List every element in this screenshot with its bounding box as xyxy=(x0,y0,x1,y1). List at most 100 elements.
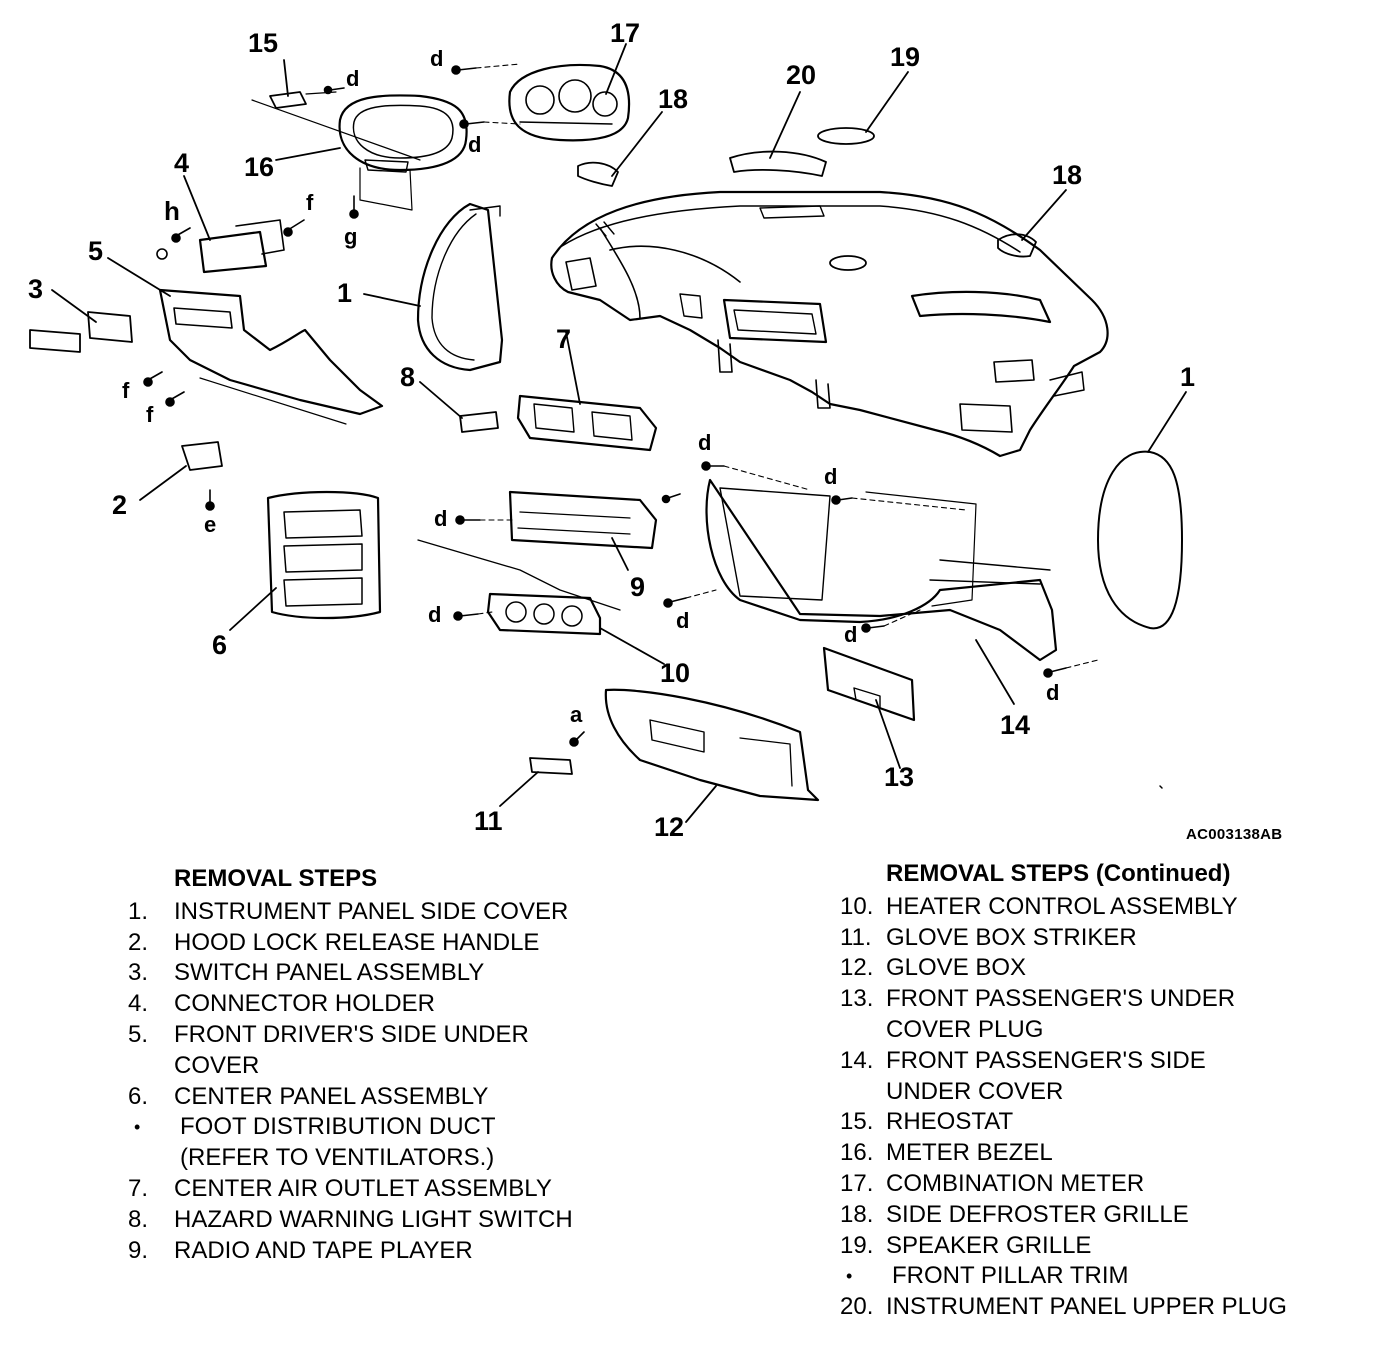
fastener-f: f xyxy=(306,190,314,215)
leader-lines xyxy=(51,43,1187,823)
step-text: RHEOSTAT xyxy=(886,1108,1014,1136)
callout-6: 6 xyxy=(212,630,228,660)
step-text: FOOT DISTRIBUTION DUCT (REFER TO VENTILA… xyxy=(180,1113,496,1172)
passenger-under-cover-drawing xyxy=(705,478,1058,662)
fastener-d: d xyxy=(824,464,838,489)
step-text: SIDE DEFROSTER GRILLE xyxy=(886,1200,1189,1228)
callout-13: 13 xyxy=(884,762,915,792)
step-text: INSTRUMENT PANEL SIDE COVER xyxy=(174,897,569,925)
fastener-g: g xyxy=(344,224,358,249)
step-text: HOOD LOCK RELEASE HANDLE xyxy=(174,928,540,956)
fastener-d: d xyxy=(1046,680,1060,705)
callout-16: 16 xyxy=(244,152,275,182)
fastener-d: d xyxy=(698,430,712,455)
fastener-f: f xyxy=(146,402,154,427)
step-row: 9. RADIO AND TAPE PLAYER xyxy=(128,1236,688,1267)
callout-1-right: 1 xyxy=(1180,362,1196,392)
upper-plug-drawing xyxy=(729,150,827,177)
callout-17: 17 xyxy=(610,18,641,48)
removal-steps-right: REMOVAL STEPS (Continued) 10.HEATER CONT… xyxy=(840,859,1385,1323)
step-number: 8. xyxy=(128,1205,149,1233)
step-text: RADIO AND TAPE PLAYER xyxy=(174,1236,473,1264)
callout-5: 5 xyxy=(88,236,104,266)
callout-3: 3 xyxy=(28,274,44,304)
step-row: 16.METER BEZEL xyxy=(840,1138,1385,1169)
step-number: 11. xyxy=(840,923,872,951)
switch-panel-drawing xyxy=(29,311,133,353)
radio-drawing xyxy=(417,490,658,611)
step-row: 18. SIDE DEFROSTER GRILLE xyxy=(840,1200,1385,1231)
removal-steps-continued-heading: REMOVAL STEPS (Continued) xyxy=(886,860,1231,887)
callout-15: 15 xyxy=(248,28,279,58)
step-row: 5.FRONT DRIVER'S SIDE UNDER COVER xyxy=(128,1020,688,1082)
step-row: 10.HEATER CONTROL ASSEMBLY xyxy=(840,892,1385,923)
step-number: 12. xyxy=(840,954,874,982)
hood-release-handle-drawing xyxy=(181,441,223,471)
step-number: 17. xyxy=(840,1169,874,1197)
step-number: 14. xyxy=(840,1046,874,1074)
step-row: •FRONT PILLAR TRIM xyxy=(840,1261,1385,1292)
step-text: FRONT PASSENGER'S UNDER COVER PLUG xyxy=(886,985,1236,1043)
step-number: 19. xyxy=(840,1231,874,1259)
instrument-panel-main xyxy=(550,190,1109,458)
step-bullet: • xyxy=(134,1117,141,1138)
step-text: FRONT PILLAR TRIM xyxy=(892,1262,1129,1290)
combination-meter-drawing xyxy=(508,63,631,142)
defroster-grille-left-drawing xyxy=(577,161,619,187)
step-number: 15. xyxy=(840,1108,874,1136)
center-air-outlet-drawing xyxy=(516,394,658,452)
step-number: 13. xyxy=(840,985,874,1013)
step-number: 18. xyxy=(840,1200,874,1228)
fastener-d: d xyxy=(844,622,858,647)
step-row: 14. FRONT PASSENGER'S SIDE UNDER COVER xyxy=(840,1046,1385,1108)
step-number: 20. xyxy=(840,1293,874,1321)
fastener-d: d xyxy=(346,66,360,91)
step-row: 19. SPEAKER GRILLE xyxy=(840,1231,1385,1262)
fastener-f: f xyxy=(122,378,130,403)
callout-7: 7 xyxy=(556,324,572,354)
fastener-d: d xyxy=(428,602,442,627)
step-text: SWITCH PANEL ASSEMBLY xyxy=(174,959,485,987)
fastener-d: d xyxy=(676,608,690,633)
fastener-a: a xyxy=(570,702,583,727)
step-row: 11.GLOVE BOX STRIKER xyxy=(840,923,1385,954)
step-row: 7.CENTER AIR OUTLET ASSEMBLY xyxy=(128,1174,688,1205)
callout-2: 2 xyxy=(112,490,128,520)
step-number: 4. xyxy=(128,990,149,1018)
step-text: CENTER PANEL ASSEMBLY xyxy=(174,1082,489,1110)
under-cover-plug-drawing xyxy=(822,646,916,722)
step-number: 9. xyxy=(128,1236,149,1264)
callout-20: 20 xyxy=(786,60,817,90)
fastener-d: d xyxy=(430,46,444,71)
step-row: 2.HOOD LOCK RELEASE HANDLE xyxy=(128,928,688,959)
step-row: 12.GLOVE BOX xyxy=(840,953,1385,984)
step-text: COMBINATION METER xyxy=(886,1169,1145,1197)
callout-4: 4 xyxy=(174,148,190,178)
step-text: CONNECTOR HOLDER xyxy=(174,990,435,1018)
center-panel-drawing xyxy=(266,490,382,620)
rheostat-drawing xyxy=(251,91,421,161)
step-row: 4. CONNECTOR HOLDER xyxy=(128,989,688,1020)
step-row: 3.SWITCH PANEL ASSEMBLY xyxy=(128,958,688,989)
callout-1-upper: 1 xyxy=(337,278,353,308)
fastener-d: d xyxy=(468,132,482,157)
glove-box-striker-drawing xyxy=(529,757,573,775)
step-number: 1. xyxy=(128,897,149,925)
step-text: SPEAKER GRILLE xyxy=(886,1231,1092,1259)
meter-bezel-drawing xyxy=(338,94,468,211)
callout-14: 14 xyxy=(1000,710,1031,740)
callout-9: 9 xyxy=(630,572,646,602)
driver-under-cover-drawing xyxy=(158,288,384,425)
glove-box-drawing xyxy=(604,688,820,802)
step-number: 6. xyxy=(128,1082,149,1110)
step-row: 6. CENTER PANEL ASSEMBLY xyxy=(128,1082,688,1113)
figure-code: AC003138AB xyxy=(1186,826,1283,843)
step-text: CENTER AIR OUTLET ASSEMBLY xyxy=(174,1174,552,1202)
step-row: 13. FRONT PASSENGER'S UNDER COVER PLUG xyxy=(840,984,1385,1046)
step-row: • FOOT DISTRIBUTION DUCT (REFER TO VENTIL… xyxy=(128,1112,688,1174)
speaker-grille-drawing xyxy=(817,127,875,145)
removal-steps-heading: REMOVAL STEPS xyxy=(174,865,378,892)
hazard-switch-drawing xyxy=(459,411,499,433)
corner-mark xyxy=(1159,785,1163,789)
step-text: FRONT PASSENGER'S SIDE UNDER COVER xyxy=(886,1046,1206,1105)
